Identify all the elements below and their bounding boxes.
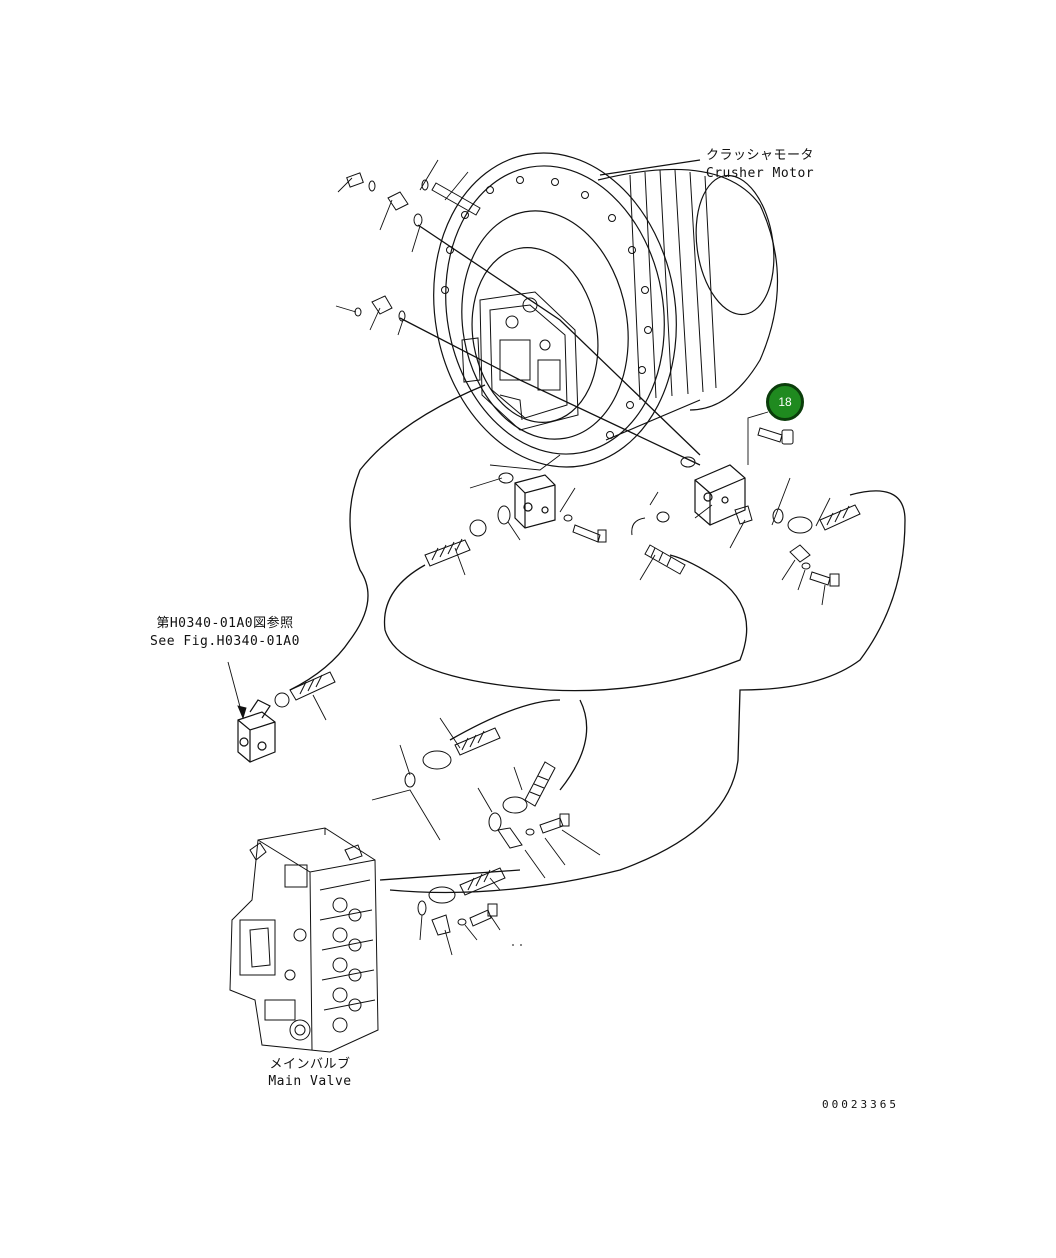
hose-right-loop (390, 491, 905, 893)
reference-label-jp: 第H0340-01A0図参照 (156, 616, 294, 631)
bolts-and-seals (347, 173, 839, 935)
hose-main-loop (290, 385, 485, 690)
fitting-3 (788, 505, 860, 533)
motor-flange-outer (409, 134, 700, 487)
motor-flange-ring (423, 148, 686, 471)
leader-lines (228, 160, 830, 955)
reference-label-en: See Fig.H0340-01A0 (150, 634, 300, 649)
main-valve (230, 828, 378, 1052)
fitting-7 (429, 868, 505, 903)
main-valve-label-jp: メインバルブ (269, 1057, 351, 1072)
fitting-2 (632, 518, 685, 574)
fitting-4 (275, 672, 335, 707)
crusher-motor (409, 134, 782, 487)
motor-cooling-fins (630, 170, 716, 400)
crusher-motor-label-jp: クラッシャモータ (705, 148, 815, 163)
crusher-motor-label-en: Crusher Motor (705, 166, 815, 181)
junction-block-right (695, 465, 745, 525)
motor-rear-cap (688, 170, 783, 319)
junction-block-left (515, 475, 555, 528)
fitting-5 (423, 728, 500, 769)
flange-bolt-holes (442, 177, 652, 439)
leader-motor-line (418, 225, 700, 455)
fitting-1 (425, 520, 486, 566)
motor-valve-block (462, 292, 578, 430)
hose-lines (290, 225, 905, 893)
motor-drum-outline (598, 169, 778, 410)
elbow-block-left (238, 700, 275, 762)
main-valve-label-en: Main Valve (268, 1074, 352, 1089)
fitting-6 (503, 762, 555, 813)
hose-fittings (275, 505, 860, 903)
sensor-fitting (735, 506, 752, 524)
hose-center (450, 700, 587, 790)
hose-crossover (385, 555, 747, 691)
motor-flange-inner (444, 198, 645, 453)
drawing-number: 00023365 (822, 1098, 899, 1111)
callout-badge-18[interactable]: 18 (766, 383, 804, 421)
